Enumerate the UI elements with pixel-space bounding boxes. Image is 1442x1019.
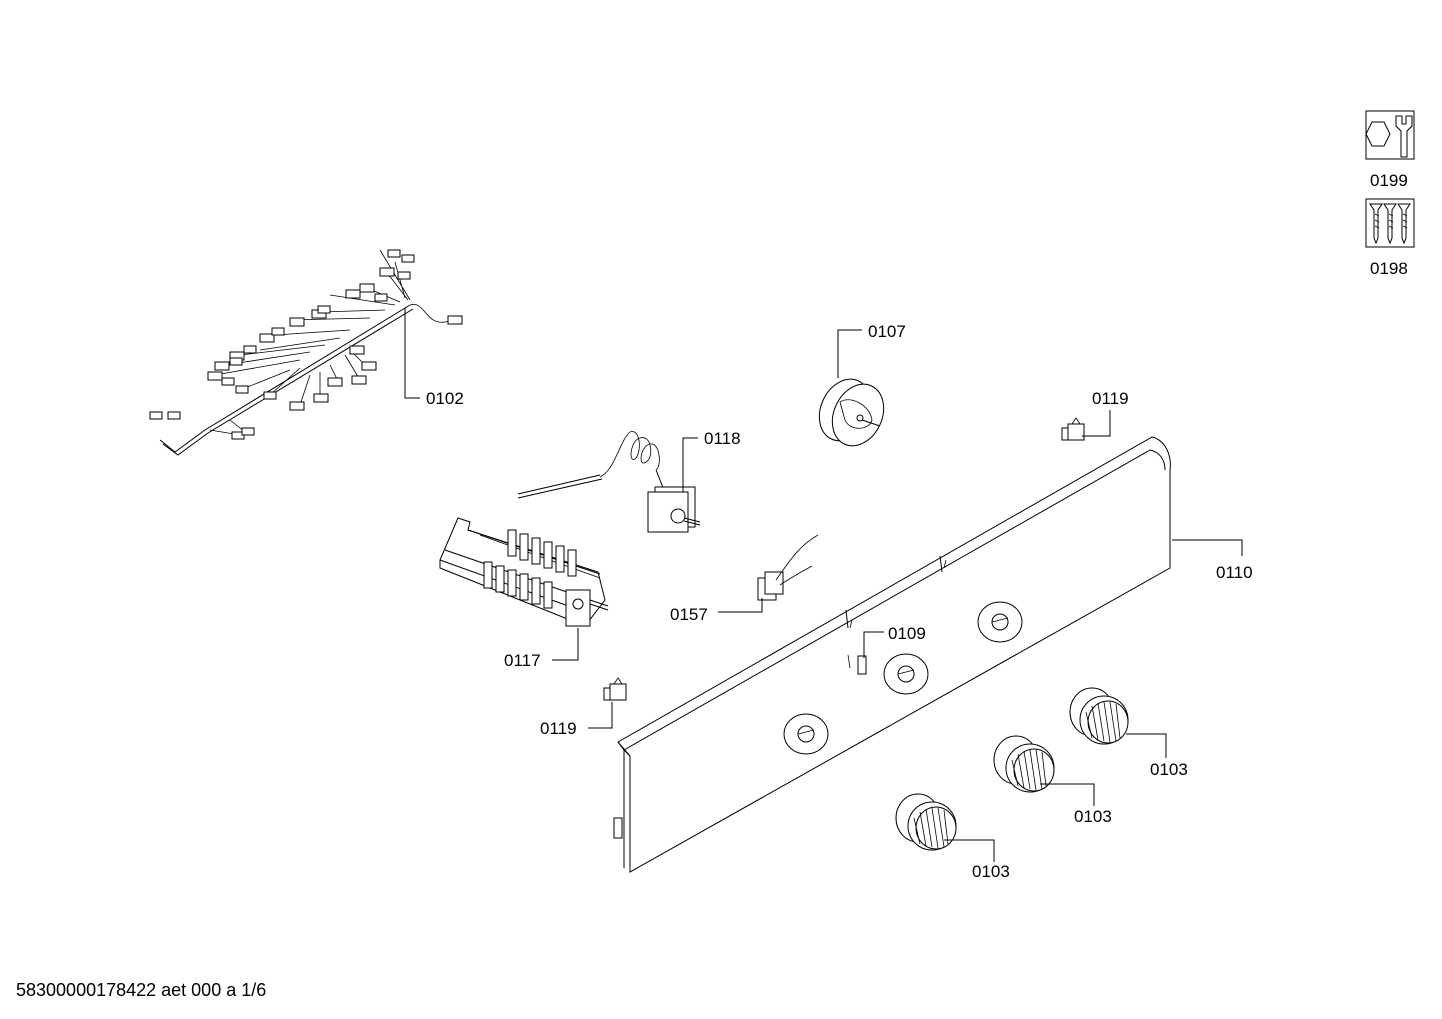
legend-0199-code: 0199 [1370,171,1408,190]
leader-0103-right [1126,733,1167,758]
knob-part-right [1069,687,1129,745]
knob-hole-2 [883,653,929,695]
leader-0110 [1172,539,1243,556]
callout-0117: 0117 [504,651,541,670]
leader-0157 [718,598,763,613]
document-footer-id: 58300000178422 aet 000 a 1/6 [16,980,267,1000]
knob-part-left [895,793,957,851]
clip-part-top [1061,417,1085,441]
callout-0119-left: 0119 [540,719,577,738]
wrench-nut-icon [1365,110,1415,160]
callout-0103-right: 0103 [1150,760,1188,779]
leader-0103-mid [1040,783,1095,806]
leader-0109 [863,631,884,658]
callout-0110: 0110 [1216,563,1253,582]
knob-hole-1 [783,713,829,755]
leader-0107 [837,329,862,378]
control-panel-part [613,436,1171,873]
clip-part-left [603,677,627,701]
leader-0119-top [1082,410,1111,437]
leader-0119-left [588,702,613,729]
callout-0107: 0107 [868,322,906,341]
thermostat-part [517,431,701,533]
wiring-harness-part [149,249,463,456]
callout-0119-top: 0119 [1092,389,1129,408]
callout-0118: 0118 [704,429,741,448]
selector-switch-part [439,517,609,627]
knob-part-mid [993,735,1055,793]
micro-switch-part [757,534,819,601]
leader-0102 [404,308,420,399]
knob-hole-3 [977,601,1023,643]
legend-0198-code: 0198 [1370,259,1408,278]
leader-0118 [682,437,698,492]
leader-0117 [552,628,579,661]
callout-0103-left: 0103 [972,862,1010,881]
callout-0102: 0102 [426,389,464,408]
leader-0103-left [944,839,995,862]
callout-0157: 0157 [670,605,708,624]
motor-part [818,378,885,447]
callout-0103-mid: 0103 [1074,807,1112,826]
callout-0109: 0109 [888,624,926,643]
screws-icon [1365,198,1415,248]
